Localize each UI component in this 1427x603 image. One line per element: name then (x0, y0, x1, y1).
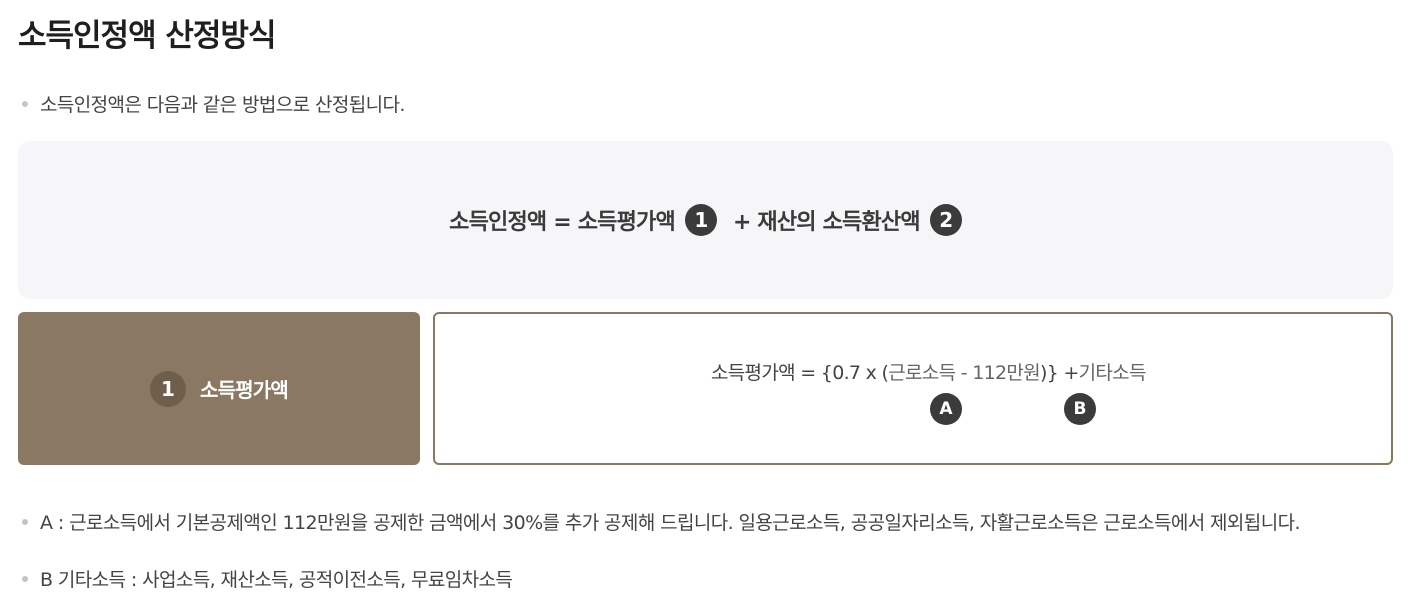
intro-text: 소득인정액은 다음과 같은 방법으로 산정됩니다. (40, 94, 405, 116)
formula-part-asset-income: + 재산의 소득환산액 (732, 210, 921, 235)
bullet-dot-icon (22, 575, 28, 582)
note-bullet-a: A : 근로소득에서 기본공제액인 112만원을 공제한 금액에서 30%를 추… (22, 508, 1300, 535)
income-eval-detail-box: 소득평가액 = {0.7 x (근로소득 - 112만원)} +기타소득 A B (433, 312, 1393, 465)
marker-b-icon: B (1064, 393, 1096, 425)
note-a-text: A : 근로소득에서 기본공제액인 112만원을 공제한 금액에서 30%를 추… (40, 512, 1300, 534)
formula-suffix: )} + (1039, 362, 1079, 384)
bullet-dot-icon (22, 518, 28, 525)
income-eval-label: 소득평가액 (200, 378, 289, 402)
note-b-text: B 기타소득 : 사업소득, 재산소득, 공적이전소득, 무료임차소득 (40, 569, 513, 591)
marker-a-icon: A (930, 393, 962, 425)
main-formula: 소득인정액 = 소득평가액 1 + 재산의 소득환산액 2 (449, 204, 962, 236)
note-bullet-b: B 기타소득 : 사업소득, 재산소득, 공적이전소득, 무료임차소득 (22, 565, 513, 592)
number-1-badge-icon: 1 (150, 370, 186, 407)
formula-part-income-eval: 소득인정액 = 소득평가액 (449, 210, 676, 235)
bullet-dot-icon (22, 100, 28, 107)
formula-other-income: 기타소득 (1078, 362, 1147, 384)
intro-bullet: 소득인정액은 다음과 같은 방법으로 산정됩니다. (22, 90, 405, 117)
formula-box: 소득인정액 = 소득평가액 1 + 재산의 소득환산액 2 (18, 141, 1393, 299)
income-eval-label-box: 1 소득평가액 (18, 312, 420, 465)
formula-prefix: 소득평가액 = {0.7 x ( (711, 362, 889, 384)
formula-labor-income: 근로소득 - 112만원 (888, 362, 1040, 384)
income-eval-formula: 소득평가액 = {0.7 x (근로소득 - 112만원)} +기타소득 (711, 358, 1146, 385)
page-title: 소득인정액 산정방식 (18, 18, 276, 54)
number-1-icon: 1 (684, 204, 717, 236)
number-2-icon: 2 (929, 204, 962, 236)
